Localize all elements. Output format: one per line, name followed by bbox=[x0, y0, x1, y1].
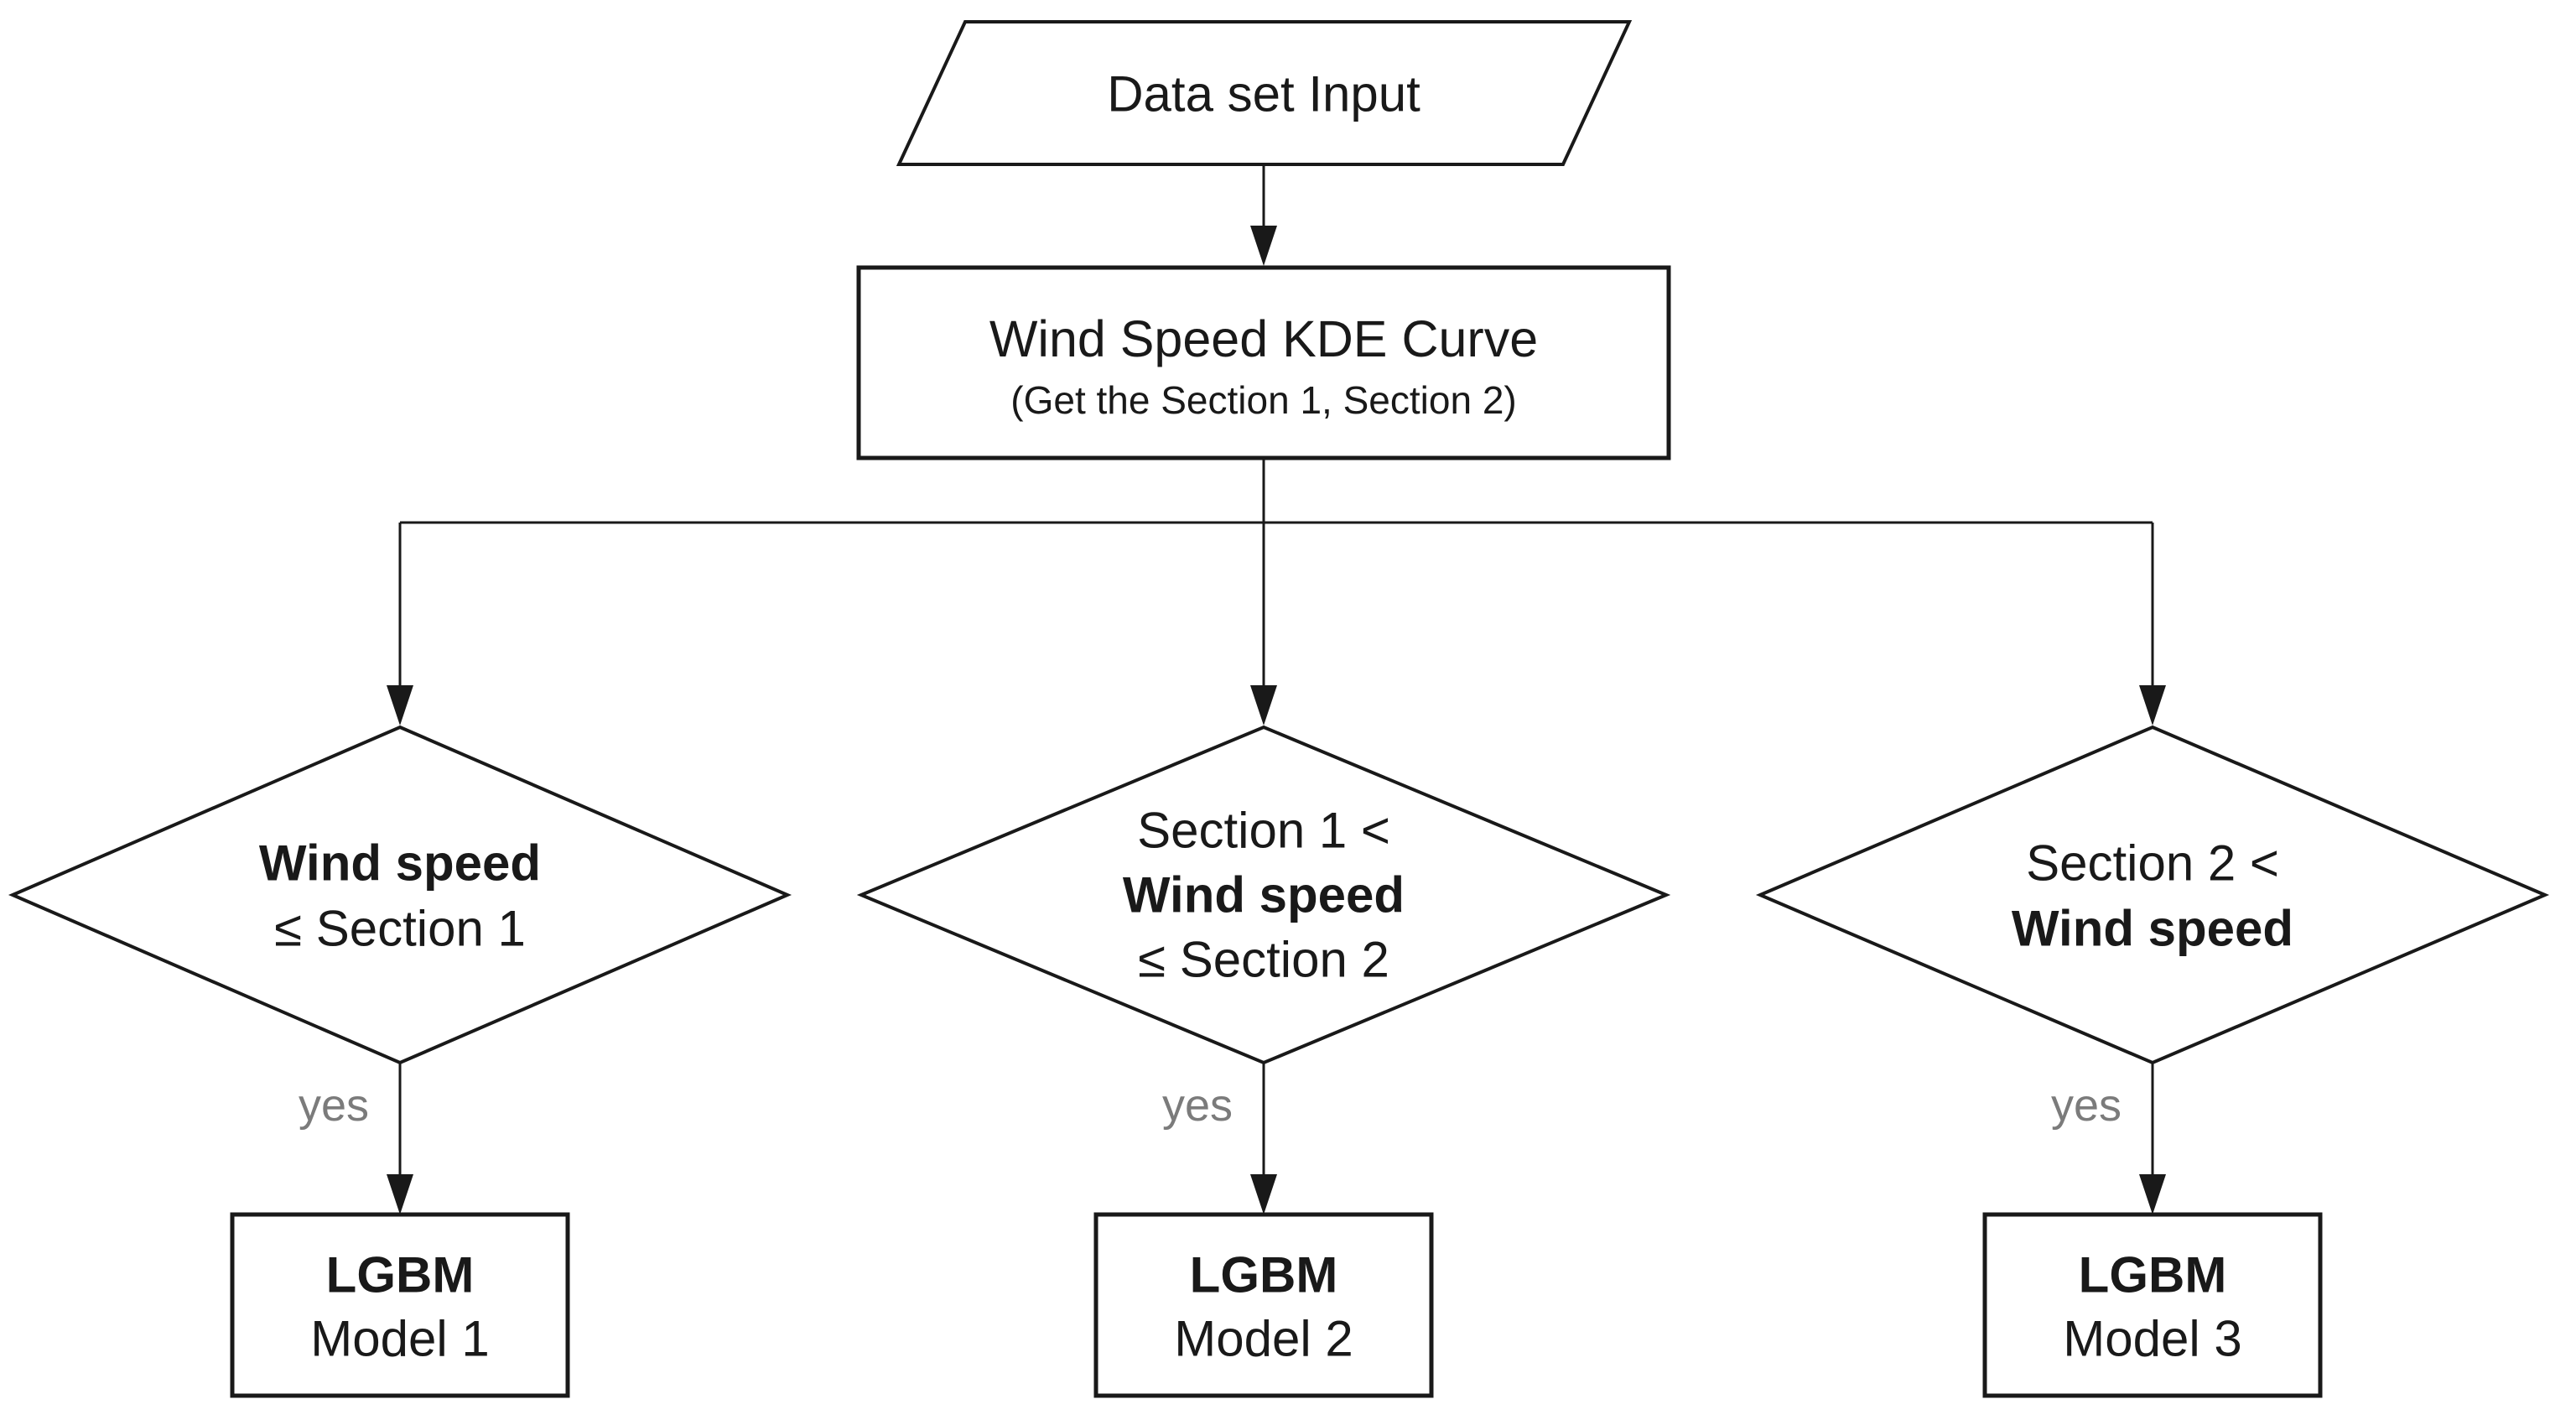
arrowhead-input-to-kde bbox=[1250, 226, 1277, 266]
model-3-rectangle-shape bbox=[1982, 1212, 2323, 1398]
arrowhead-to-decision-1 bbox=[387, 685, 413, 726]
decision-1-diamond-shape bbox=[8, 725, 792, 1065]
model-3-title: LGBM bbox=[2079, 1247, 2227, 1303]
input-parallelogram-shape bbox=[896, 20, 1633, 166]
decision-3-diamond-shape bbox=[1755, 725, 2550, 1065]
model-1-subtitle: Model 1 bbox=[310, 1311, 489, 1367]
yes-label-2: yes bbox=[1162, 1080, 1233, 1131]
model-1-title: LGBM bbox=[326, 1247, 475, 1303]
yes-label-3: yes bbox=[2051, 1080, 2122, 1131]
yes-label-1: yes bbox=[299, 1080, 369, 1131]
decision-2-line-2: Wind speed bbox=[1123, 867, 1405, 923]
model-2-title: LGBM bbox=[1190, 1247, 1338, 1303]
model-2-subtitle: Model 2 bbox=[1174, 1311, 1353, 1367]
kde-node-title: Wind Speed KDE Curve bbox=[989, 310, 1538, 367]
arrowhead-to-model-1 bbox=[387, 1174, 413, 1215]
input-node-label: Data set Input bbox=[1107, 66, 1420, 122]
decision-3-line-2: Wind speed bbox=[2012, 901, 2293, 957]
kde-node-subtitle: (Get the Section 1, Section 2) bbox=[1010, 378, 1516, 422]
arrowhead-to-decision-2 bbox=[1250, 685, 1277, 726]
arrowhead-to-model-2 bbox=[1250, 1174, 1277, 1215]
decision-2-line-3: ≤ Section 2 bbox=[1138, 932, 1389, 988]
decision-1-line-2: ≤ Section 1 bbox=[274, 901, 526, 957]
decision-2-line-1: Section 1 < bbox=[1137, 803, 1390, 859]
decision-1-line-1: Wind speed bbox=[259, 835, 541, 892]
kde-rectangle-shape bbox=[856, 265, 1671, 460]
arrowhead-to-decision-3 bbox=[2139, 685, 2166, 726]
arrowhead-to-model-3 bbox=[2139, 1174, 2166, 1215]
model-1-rectangle-shape bbox=[230, 1212, 570, 1398]
model-3-subtitle: Model 3 bbox=[2063, 1311, 2241, 1367]
decision-3-line-1: Section 2 < bbox=[2026, 835, 2279, 892]
decision-2-diamond-shape bbox=[856, 725, 1671, 1065]
model-2-rectangle-shape bbox=[1093, 1212, 1434, 1398]
